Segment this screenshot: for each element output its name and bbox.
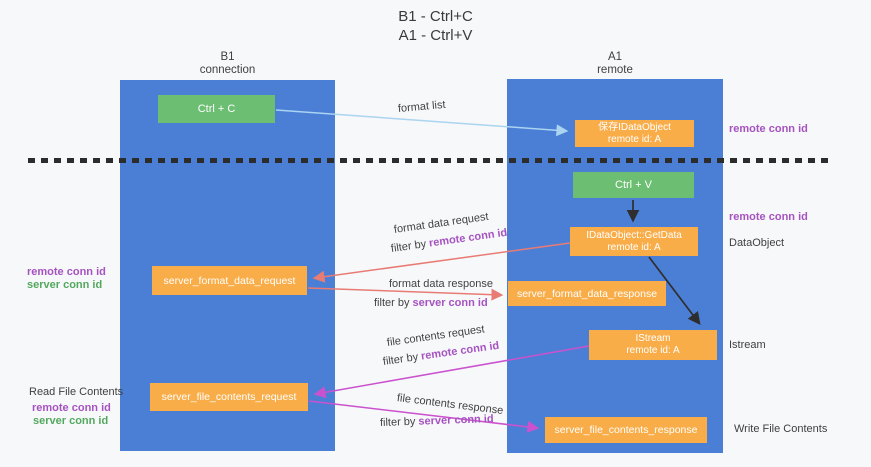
remote-conn-id-text: remote conn id [420, 339, 501, 363]
read-file-contents-label: Read File Contents [29, 386, 124, 398]
ctrl-v-box: Ctrl + V [573, 172, 694, 198]
title-line-1: B1 - Ctrl+C [398, 8, 473, 25]
istream-side-label: Istream [729, 339, 766, 351]
left-remote-conn-id-top-label: remote conn id [27, 266, 106, 278]
server-conn-id-text: server conn id [412, 297, 488, 309]
format-list-label: format list [397, 98, 447, 115]
istream-box: IStream remote id: A [589, 330, 717, 360]
dataobject-label: DataObject [729, 237, 785, 249]
format-request-label: server_format_data_request [163, 274, 296, 287]
right-column-role: remote [597, 64, 633, 76]
phase-separator-dashed-line [28, 158, 833, 163]
save-idataobject-box: 保存IDataObject remote id: A [575, 120, 694, 147]
file-response-label: server_file_contents_response [554, 424, 698, 436]
server-format-data-request-box: server_format_data_request [152, 266, 307, 295]
filter-by-text: filter by [374, 297, 410, 309]
file-request-label: server_file_contents_request [161, 391, 297, 403]
server-format-data-response-box: server_format_data_response [508, 281, 666, 306]
server-file-contents-response-box: server_file_contents_response [545, 417, 707, 443]
filter-by-text: filter by [379, 415, 416, 429]
save-idataobject-line2: remote id: A [607, 133, 662, 145]
ctrl-c-box: Ctrl + C [158, 95, 275, 123]
istream-line2: remote id: A [626, 345, 680, 356]
remote-conn-id-text: remote conn id [428, 226, 509, 250]
format-response-label: server_format_data_response [516, 287, 658, 300]
getdata-line1: IDataObject::GetData [586, 229, 682, 241]
format-data-response-label: format data response [389, 278, 493, 290]
right-column-header: A1 remote [507, 51, 723, 77]
left-column-role: connection [199, 64, 256, 76]
right-remote-conn-id-top-label: remote conn id [729, 123, 808, 135]
save-idataobject-line1: 保存IDataObject [598, 121, 671, 133]
istream-line1: IStream [635, 333, 671, 344]
server-conn-id-text: server conn id [418, 413, 494, 428]
left-server-conn-id-bottom-label: server conn id [33, 415, 109, 427]
getdata-line2: remote id: A [607, 241, 661, 253]
filter-by-text: filter by [382, 351, 419, 368]
ctrl-v-label: Ctrl + V [615, 179, 652, 191]
write-file-contents-label: Write File Contents [734, 423, 828, 435]
left-column-name: B1 [220, 51, 235, 63]
left-column-header: B1 connection [120, 51, 335, 77]
diagram-title: B1 - Ctrl+C A1 - Ctrl+V [0, 7, 871, 45]
right-column-name: A1 [607, 51, 623, 63]
server-file-contents-request-box: server_file_contents_request [150, 383, 308, 411]
idataobject-getdata-box: IDataObject::GetData remote id: A [570, 227, 698, 256]
filter-by-text: filter by [390, 238, 427, 255]
ctrl-c-label: Ctrl + C [197, 103, 236, 115]
left-remote-conn-id-bottom-label: remote conn id [32, 402, 111, 414]
left-server-conn-id-top-label: server conn id [27, 279, 103, 291]
title-line-2: A1 - Ctrl+V [398, 27, 473, 44]
right-remote-conn-id-mid-label: remote conn id [729, 211, 808, 223]
